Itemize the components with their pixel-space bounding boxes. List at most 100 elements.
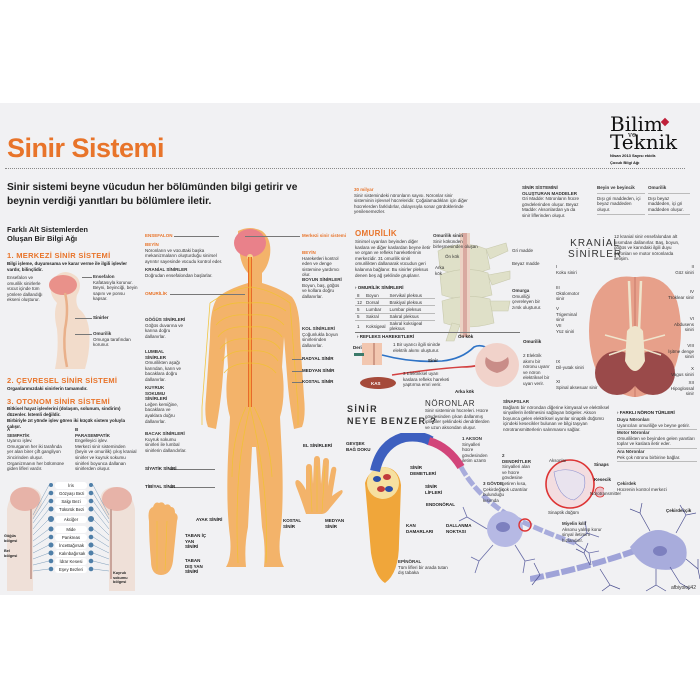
nerve-num: X: [690, 366, 694, 371]
nerve-name: Hipoglossal sinir: [670, 385, 694, 397]
milyar-title: 30 milyar: [354, 187, 374, 192]
organ-iris: İris: [55, 482, 87, 489]
label-kol-sinirleri: KOL SİNİRLERİ Çoğunlukla boyun sinirleri…: [302, 326, 344, 348]
intro-line-2: beynin verdiği yanıtları bu bölümlere il…: [7, 196, 212, 207]
part-dendritler: 2 DENDRİTLER Sinyalleri alan ve hücre gö…: [502, 453, 534, 492]
cell: Boyun: [364, 292, 388, 300]
label-text: Omurilikten aşağı karından, karın ve bac…: [145, 360, 182, 382]
large-neuron-diagram: [530, 503, 700, 592]
part-govde: 3 GÖVDE Çekirdeğin bulunduğu kısımda: [483, 481, 511, 503]
brain-underside-diagram: [589, 276, 681, 397]
nerve-name: Abdusens siniri: [673, 321, 694, 333]
miyelin-title: Miyelin kılıf: [562, 521, 587, 526]
poster: Sinir Sistemi Sinir sistemi beyne vücudu…: [0, 103, 700, 595]
label-text: Nöronların ve vücuttaki başka mekanizmal…: [145, 247, 223, 264]
label-merkezi-sinir-sistemi: Merkezi sinir sistemi: [302, 233, 347, 238]
label-title: LUMBAL SİNİRLER: [145, 349, 167, 360]
reflex-divider: [355, 332, 520, 333]
materials-text: Gri Madde: Nöronların hücre gövdelerinde…: [522, 196, 580, 218]
logo-teknik: Teknik: [610, 130, 678, 154]
cns-side-text: Ensefalon ve omurilik sinirlerle vücut i…: [7, 275, 43, 303]
cns-label-line-2: [75, 318, 92, 319]
sympathetic-sub: Uyarıcı işlev.: [7, 438, 33, 444]
label-taban-dis-yan: TABAN DIŞ YAN SİNİRİ: [185, 558, 203, 575]
label-title: Omurilik siniri: [433, 233, 464, 238]
box-title: Beyin ve beyincik: [597, 185, 635, 190]
neye-benzer-title: SİNİR NEYE BENZER ?: [347, 403, 437, 427]
cell: 8: [355, 292, 365, 300]
nerve-num: II: [691, 264, 694, 269]
omurilik-text: Sinirsel uyarıları beyinden diğer kaslar…: [355, 239, 431, 278]
label-radyal-sinir: RADYAL SİNİR: [302, 356, 334, 361]
type-title: Duyu Nöronları: [617, 417, 650, 422]
type-text: Omurilikten ve beyinden gelen yanıtları …: [617, 435, 695, 447]
line-radyal: [292, 359, 302, 360]
cell: Dorsal: [364, 298, 388, 307]
nerve-num: I: [556, 264, 558, 269]
nerve-name: Trigeminal sinir: [556, 311, 577, 323]
label-gogus-sinirleri: GÖĞÜS SİNİRLERİ Göğüs duvarına ve karına…: [145, 317, 190, 339]
bilim-teknik-logo: Bilim ve Teknik Nisan 2013 Sayısı ekidir…: [610, 114, 690, 165]
box-title: Omurilik: [648, 185, 667, 190]
label-el-sinirleri: EL SİNİRLERİ: [303, 443, 333, 448]
part-title: 2 DENDRİTLER: [502, 453, 531, 464]
ans-diagram: [7, 483, 135, 591]
nerve-name: Koku siniri: [556, 269, 577, 275]
organ-kalin-bagirsak: Kalınbağırsak: [55, 550, 87, 557]
cell: Koksigeal: [364, 320, 388, 333]
cns-title: 1. MERKEZİ SİNİR SİSTEMİ: [7, 251, 111, 260]
label-title: BEYİN: [145, 242, 159, 247]
label-kostal-sinir: KOSTAL SİNİR: [302, 379, 334, 384]
cns-desc: Bilgi işleme, duyumsama ve karar verme i…: [7, 261, 128, 272]
organ-pankreas: Pankreas: [55, 534, 87, 541]
line-kostal: [292, 382, 302, 383]
label-ayak-siniri: AYAK SİNİRİ: [196, 517, 223, 522]
organ-mide: Mide: [55, 526, 87, 533]
page-title: Sinir Sistemi: [7, 133, 165, 163]
pns-title: 2. ÇEVRESEL SİNİR SİSTEMİ: [7, 376, 118, 385]
ans-desc: Bitkisel hayat işlevlerini (dolaşım, sol…: [7, 406, 121, 417]
label-title: BACAK SİNİRLERİ: [145, 431, 185, 436]
label-norotransmitter: Nörotransmitter: [590, 491, 622, 496]
reflex-sinir: Sinir: [428, 358, 439, 363]
intro-text: Sinir sistemi beyne vücudun her bölümünd…: [7, 181, 347, 209]
left-heading-line-1: Farklı Alt Sistemlerden: [7, 225, 88, 234]
nerve-name: Göz siniri: [675, 269, 694, 275]
label-hand-kostal: KOSTAL SİNİR: [283, 518, 302, 529]
cell: 1: [355, 320, 365, 333]
left-heading: Farklı Alt Sistemlerden Oluşan Bir Bilgi…: [7, 225, 137, 243]
noronlar-title: NÖRONLAR: [425, 399, 476, 408]
heading-text: OMURİLİK SİNİRLERİ: [357, 285, 404, 290]
type-title: Motor Nöronlar: [617, 430, 650, 436]
cell: 5: [355, 313, 365, 321]
label-text: Hareketleri kontrol eden ve denge sistem…: [302, 255, 340, 278]
nerve-num: IV: [689, 289, 694, 294]
arka-kok-label: Arka kök: [435, 265, 445, 276]
noron-turleri-heading: › FARKLI NÖRON TÜRLERİ: [617, 410, 675, 415]
cekirdekcik-label: Çekirdekçik: [666, 508, 692, 513]
label-title: BOYUN SİNİRLERİ: [302, 277, 342, 282]
label-beyin-left: BEYİN Nöronların ve vücuttaki başka meka…: [145, 242, 225, 264]
nerve-num: XI: [556, 379, 561, 384]
label-title: KOL SİNİRLERİ: [302, 326, 335, 331]
parasympathetic-text: Merkezi sinir sisteminden (beyin ve omur…: [75, 443, 137, 472]
omurga-label: Omurga Omuriliği çevreleyen bir zırsk ol…: [512, 288, 542, 310]
epinoral-text: Tüm lifleri bir arada tutan dış tabaka: [398, 564, 448, 576]
gri-madde-label: Gri madde: [512, 248, 534, 253]
cns-label-sinirler: Sinirler: [93, 315, 109, 320]
cell: Lumbar pleksus: [387, 305, 435, 314]
credit-text: afbiyoloji42: [670, 585, 696, 591]
brain-matter-box: Beyin ve beyincik Dışı gri maddeden, içi…: [597, 185, 645, 216]
nerve-name: Yüz siniri: [556, 328, 575, 334]
label-bacak-sinirleri: BACAK SİNİRLERİ Kuyruk sokumu sinirleri …: [145, 431, 190, 453]
label-beyincik-right: BEYİN Hareketleri kontrol eden ve denge …: [302, 250, 342, 278]
label-ensefalon: ENSEFALON: [145, 233, 173, 238]
